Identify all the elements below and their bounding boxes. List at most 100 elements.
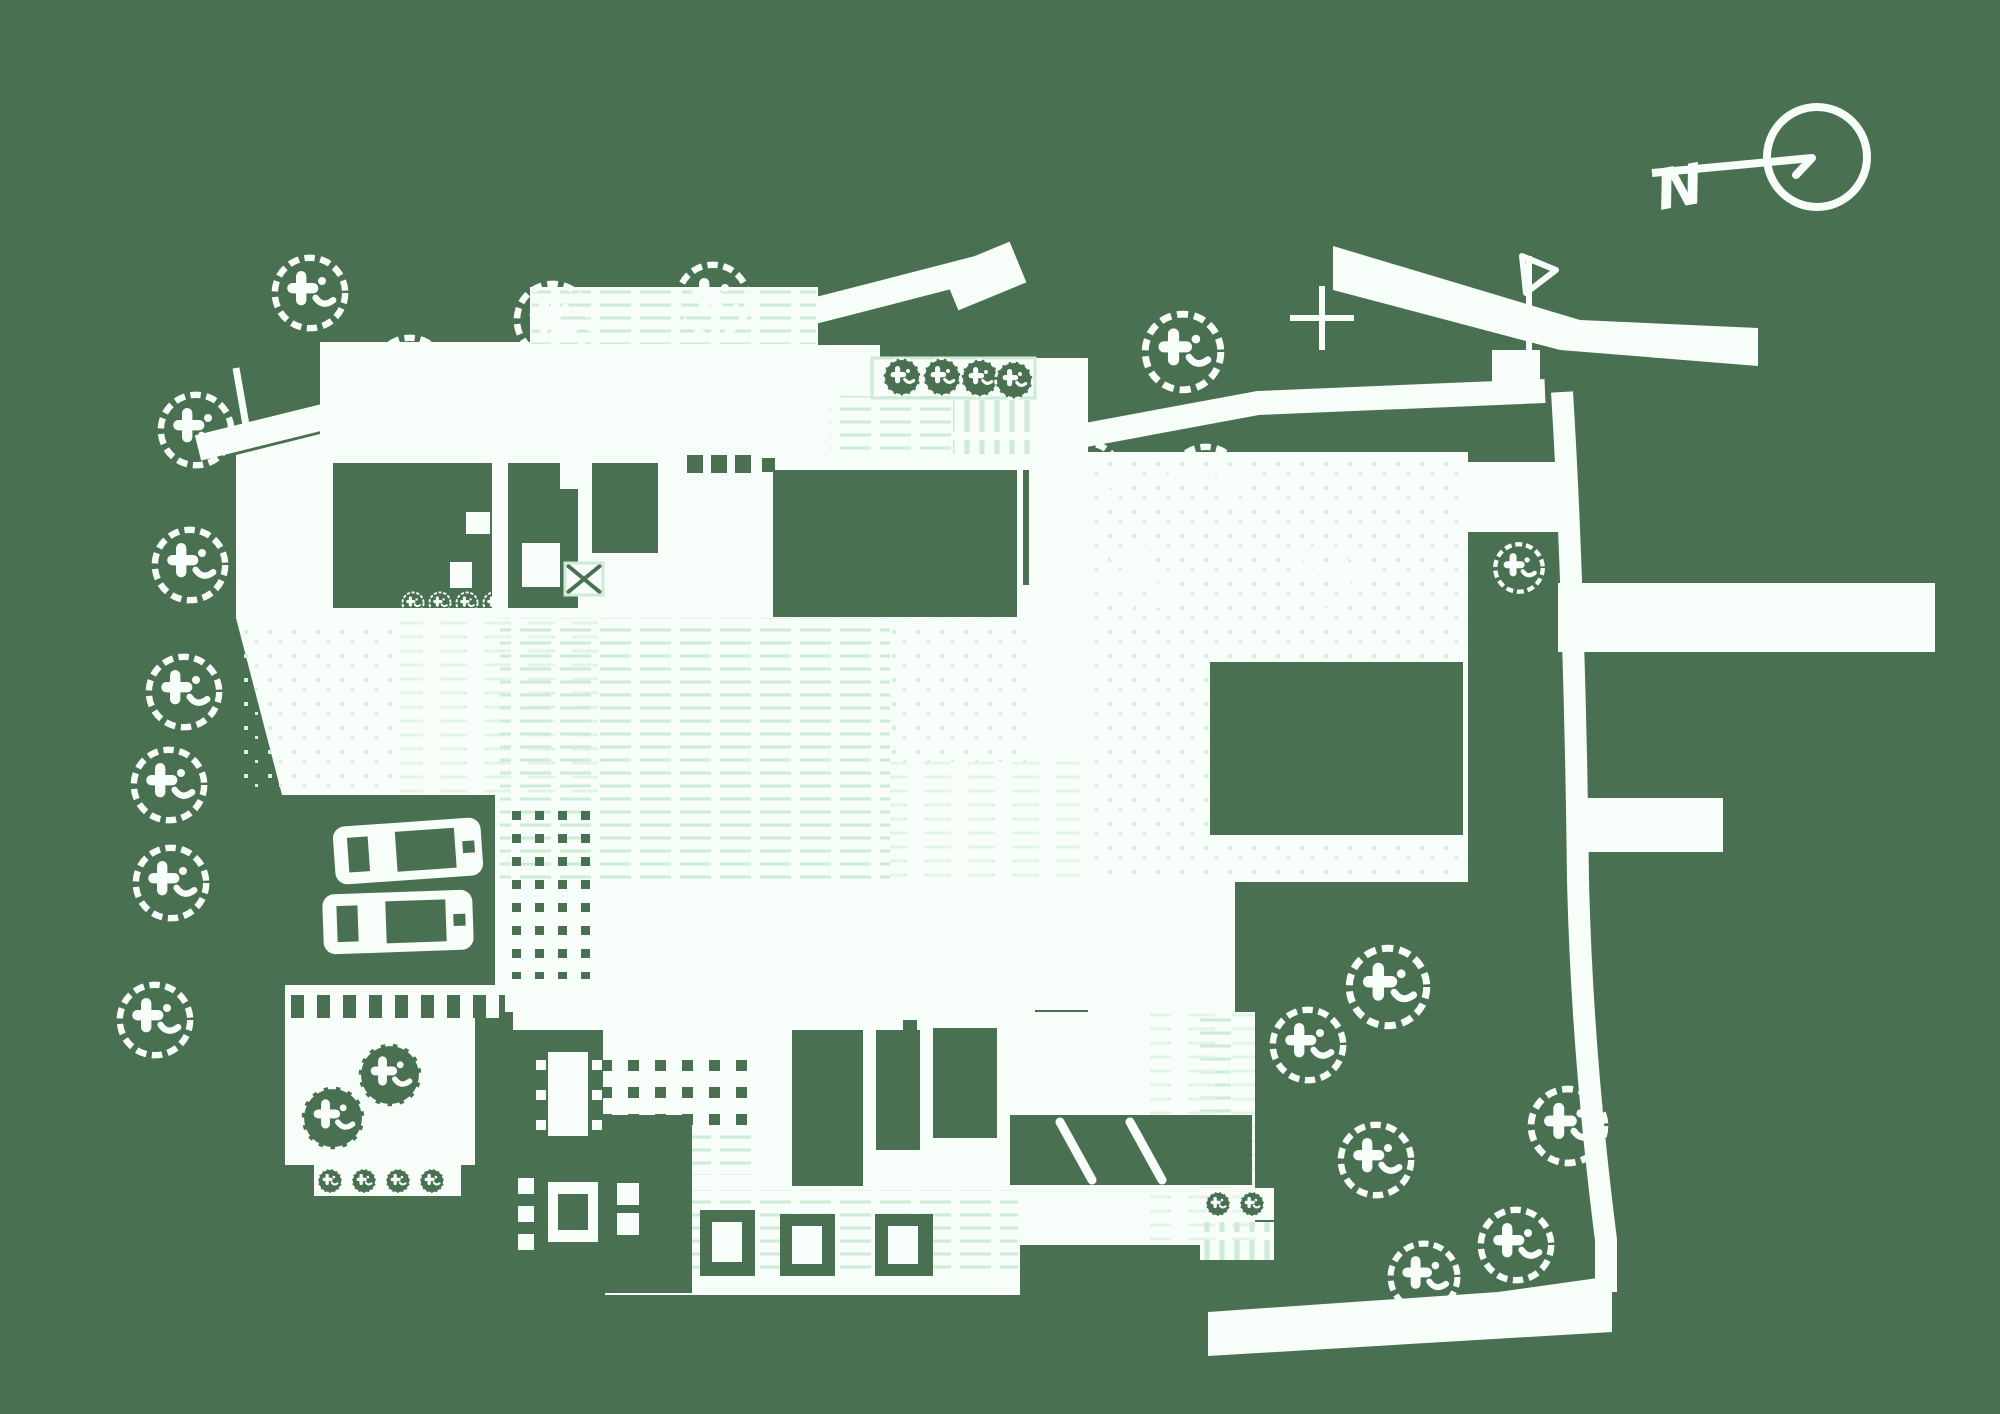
car-symbol — [322, 889, 474, 955]
planter-border — [563, 561, 605, 597]
tree-solid-icon — [882, 357, 922, 397]
building-roof — [1210, 662, 1463, 835]
wall-line — [565, 563, 603, 595]
shrub-icon — [401, 591, 425, 615]
north-arrow: N — [1651, 103, 1871, 224]
detail-white — [518, 1234, 534, 1250]
road-path — [1333, 246, 1758, 366]
shrub-icon — [482, 591, 506, 615]
shrub-icon — [428, 591, 452, 615]
tree-icon — [674, 261, 752, 339]
detail-white — [536, 1120, 546, 1130]
flag-pennant — [1519, 253, 1559, 296]
texture-dots — [890, 618, 1035, 762]
texture-dots — [236, 620, 396, 795]
road-path — [1208, 1276, 1612, 1356]
detail-white — [888, 1226, 918, 1264]
detail-white — [617, 1213, 639, 1235]
detail-line — [1125, 1117, 1167, 1185]
tree-icon — [1105, 541, 1177, 613]
detail-white — [548, 1052, 588, 1136]
road-path — [1492, 350, 1540, 396]
road-path — [1551, 391, 1617, 1292]
tree-icon — [1269, 1006, 1347, 1084]
tree-solid-icon — [1205, 1191, 1231, 1217]
tree-solid-icon — [994, 360, 1034, 400]
building-roof — [903, 1020, 917, 1034]
detail-white — [518, 1206, 534, 1222]
survey-cross-marker — [1290, 286, 1354, 350]
flag-marker — [1519, 253, 1559, 350]
tree-icon — [1141, 310, 1225, 394]
detail-white — [592, 1060, 602, 1070]
tree-solid-icon — [922, 357, 962, 397]
detail-white — [466, 512, 490, 534]
cars-layer — [322, 817, 484, 955]
tree-solid-icon — [419, 1168, 445, 1194]
detail-white — [450, 562, 472, 588]
tree-solid-icon — [385, 1168, 411, 1194]
shrub-icon — [455, 591, 479, 615]
texture-hlines — [830, 396, 952, 452]
paving-area — [1088, 880, 1235, 1012]
hedge-dash — [735, 455, 751, 473]
tree-solid-icon — [960, 358, 1000, 398]
tree-icon — [157, 391, 235, 469]
road-path — [1558, 583, 1935, 652]
texture-vlines — [1200, 1222, 1274, 1260]
north-hook — [1792, 154, 1816, 179]
detail-white — [592, 1090, 602, 1100]
tree-icon — [1493, 542, 1545, 594]
north-tail — [1651, 154, 1813, 177]
detail-line — [1055, 1117, 1097, 1185]
hedge-dash — [762, 458, 775, 472]
tree-icon — [151, 526, 229, 604]
north-circle — [1763, 103, 1871, 211]
texture-blocks — [285, 985, 505, 1018]
tree-solid-icon — [299, 1084, 367, 1152]
tree-icon — [1337, 1121, 1415, 1199]
detail-white — [518, 1178, 534, 1194]
tree-icon — [735, 344, 789, 398]
detail-dark — [558, 1194, 588, 1230]
building-roof — [876, 1030, 920, 1150]
detail-white — [592, 1120, 602, 1130]
tree-icon — [271, 254, 349, 332]
detail-white — [712, 1222, 742, 1262]
tree-icon — [116, 981, 194, 1059]
building-roof — [592, 463, 658, 553]
details-layer — [450, 356, 1167, 1264]
road-path — [941, 241, 1027, 311]
hedge-dash — [711, 455, 727, 473]
tree-icon — [1345, 944, 1431, 1030]
texture-grid-small — [500, 797, 600, 979]
road-path — [1585, 798, 1723, 852]
detail-white — [792, 1226, 822, 1264]
north-label: N — [1651, 152, 1708, 224]
detail-white — [522, 543, 560, 587]
roads-layer — [194, 241, 1935, 1356]
tree-solid-icon — [356, 1041, 424, 1109]
tree-icon — [132, 844, 210, 922]
paving-area — [1460, 462, 1568, 532]
tree-icon — [513, 280, 593, 360]
building-roof — [933, 1028, 997, 1138]
road-path — [194, 250, 1004, 461]
tree-icon — [130, 746, 208, 824]
building-roof — [792, 1030, 863, 1186]
tree-solid-icon — [317, 1168, 343, 1194]
texture-hlines-soft — [890, 762, 1080, 880]
planter-border — [870, 356, 1037, 400]
tree-icon — [1167, 443, 1245, 521]
annotations-layer: N — [1290, 103, 1871, 350]
road-path — [1045, 379, 1546, 454]
texture-hlines — [532, 290, 816, 344]
hedge-dash — [687, 455, 703, 473]
building-roof — [600, 1115, 692, 1293]
road-path — [232, 367, 254, 449]
detail-white — [536, 1090, 546, 1100]
tree-solid-icon — [1239, 1191, 1265, 1217]
building-roof — [773, 470, 1017, 617]
